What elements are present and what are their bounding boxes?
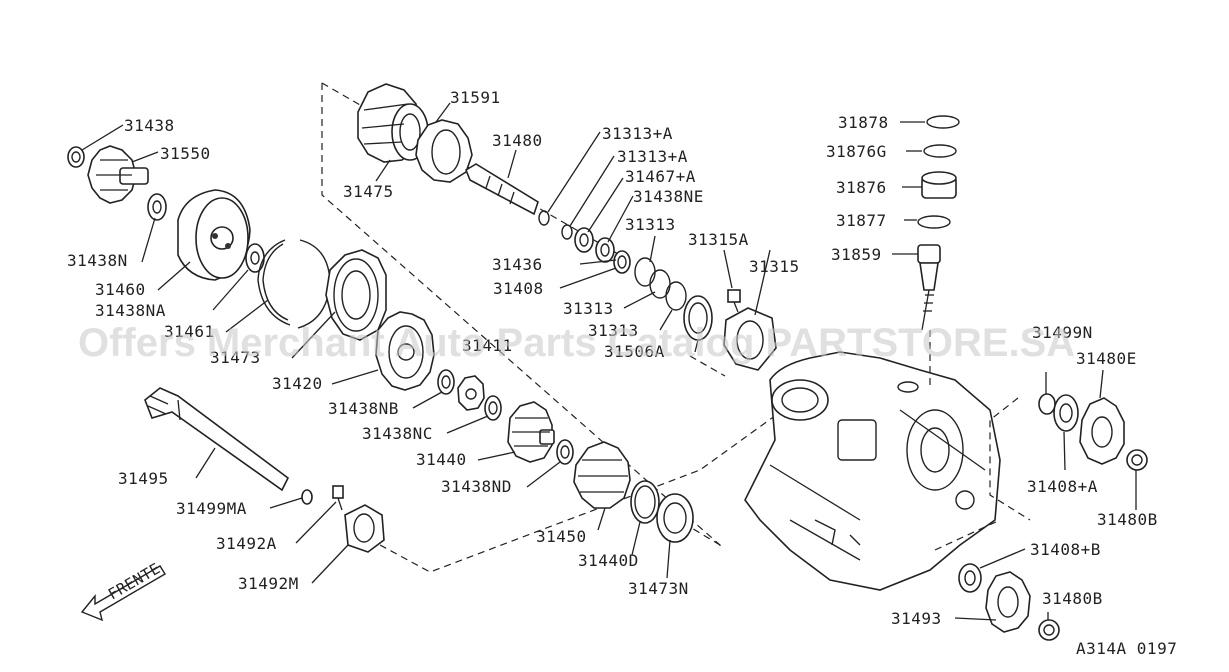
- label-31591: 31591: [450, 88, 501, 107]
- label-31859: 31859: [831, 245, 882, 264]
- label-31506A: 31506A: [604, 342, 665, 361]
- label-31467A: 31467+A: [625, 167, 696, 186]
- label-31461: 31461: [164, 322, 215, 341]
- part-31438NE-bearing: [595, 237, 615, 263]
- label-31495: 31495: [118, 469, 169, 488]
- part-31408-bearing: [613, 250, 631, 274]
- part-31438NB-bearing: [437, 369, 455, 395]
- part-31480B-bushing-lower: [1038, 619, 1060, 641]
- label-31473: 31473: [210, 348, 261, 367]
- part-31315A-bolt: [727, 289, 741, 313]
- front-direction-arrow: [80, 565, 166, 622]
- part-31473N-seal: [656, 493, 694, 543]
- part-31499N-bearing: [1038, 393, 1056, 415]
- part-31480-shaft: [465, 163, 539, 216]
- label-31436: 31436: [492, 255, 543, 274]
- part-31473-gear-ring: [325, 249, 387, 341]
- leader-lines: [81, 102, 1137, 621]
- label-31313-1: 31313: [625, 215, 676, 234]
- part-labels: 31438 31550 31438N 31460 31438NA 31461 3…: [67, 88, 1158, 628]
- label-31480: 31480: [492, 131, 543, 150]
- label-31450: 31450: [536, 527, 587, 546]
- label-31408A: 31408+A: [1027, 477, 1098, 496]
- front-direction-label: FRENTE: [105, 559, 164, 603]
- label-31420: 31420: [272, 374, 323, 393]
- label-31315A: 31315A: [688, 230, 749, 249]
- part-31876-sleeve: [921, 171, 957, 199]
- label-31438: 31438: [124, 116, 175, 135]
- part-31450-gear: [573, 441, 631, 509]
- watermark-text: Offers Merchant Auto Parts Catalog PARTS…: [78, 321, 1075, 365]
- part-31492M-flange: [344, 504, 385, 553]
- label-31460: 31460: [95, 280, 146, 299]
- part-31438-seal: [67, 146, 85, 168]
- label-31438NE: 31438NE: [633, 187, 704, 206]
- part-31467A-bearing: [574, 227, 594, 253]
- part-31438N-bearing: [147, 193, 167, 221]
- label-31877: 31877: [836, 211, 887, 230]
- label-31438NB: 31438NB: [328, 399, 399, 418]
- label-31475: 31475: [343, 182, 394, 201]
- label-31492M: 31492M: [238, 574, 299, 593]
- part-31493-gear: [985, 571, 1031, 633]
- part-31550-gear: [87, 145, 149, 204]
- part-31438ND-bearing: [556, 439, 574, 465]
- label-31411: 31411: [462, 336, 513, 355]
- part-31877-ring: [917, 215, 951, 229]
- label-31493: 31493: [891, 609, 942, 628]
- diagram-code: A314A 0197: [1076, 639, 1177, 658]
- label-31408B: 31408+B: [1030, 540, 1101, 559]
- part-31440D-ring: [630, 480, 660, 524]
- label-31440D: 31440D: [578, 551, 639, 570]
- label-31876: 31876: [836, 178, 887, 197]
- part-31499MA-ring: [301, 489, 313, 505]
- part-31315-cover: [723, 307, 777, 371]
- label-31438N: 31438N: [67, 251, 128, 270]
- part-31492A-bolt: [332, 485, 344, 511]
- label-31313-2: 31313: [563, 299, 614, 318]
- part-31495-shaft: [144, 387, 290, 492]
- label-31313A-2: 31313+A: [617, 147, 688, 166]
- label-31499MA: 31499MA: [176, 499, 247, 518]
- label-31876G: 31876G: [826, 142, 887, 161]
- part-31438NC-bearing: [484, 395, 502, 421]
- part-31480B-bushing-upper: [1126, 449, 1148, 471]
- part-31313A-snap-ring-2: [561, 224, 573, 240]
- transmission-case: [744, 351, 1001, 591]
- label-31480E: 31480E: [1076, 349, 1137, 368]
- part-31878-ring: [926, 115, 960, 129]
- part-31591-gear: [415, 119, 473, 183]
- label-31438ND: 31438ND: [441, 477, 512, 496]
- part-31506A-ring: [683, 295, 713, 341]
- part-31408B-bearing: [958, 563, 982, 593]
- label-31480B-lower: 31480B: [1042, 589, 1103, 608]
- part-31411-gear: [457, 375, 485, 411]
- label-31313-3: 31313: [588, 321, 639, 340]
- label-31313A-1: 31313+A: [602, 124, 673, 143]
- label-31480B-upper: 31480B: [1097, 510, 1158, 529]
- label-31408: 31408: [493, 279, 544, 298]
- part-31876G-ring: [923, 144, 957, 158]
- part-31480E-gear: [1079, 397, 1125, 465]
- part-31438NA-bearing: [245, 243, 265, 273]
- label-31438NA: 31438NA: [95, 301, 166, 320]
- part-31859-pinion: [917, 244, 941, 331]
- part-31313-shims: [634, 257, 687, 311]
- part-31313A-snap-ring-1: [538, 210, 550, 226]
- part-31460-case: [177, 189, 251, 281]
- label-31473N: 31473N: [628, 579, 689, 598]
- part-31461-snap-ring: [257, 239, 331, 329]
- part-31440-gear: [507, 401, 555, 463]
- label-31499N: 31499N: [1032, 323, 1093, 342]
- label-31315: 31315: [749, 257, 800, 276]
- label-31438NC: 31438NC: [362, 424, 433, 443]
- part-31420-gear: [375, 311, 435, 391]
- part-31408A-bearing: [1053, 394, 1079, 432]
- label-31440: 31440: [416, 450, 467, 469]
- label-31878: 31878: [838, 113, 889, 132]
- label-31492A: 31492A: [216, 534, 277, 553]
- label-31550: 31550: [160, 144, 211, 163]
